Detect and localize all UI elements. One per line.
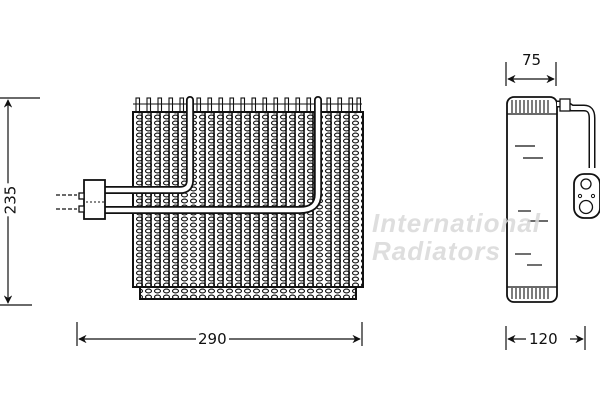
watermark-line2: Radiators <box>372 236 501 266</box>
top-header-fins <box>133 97 362 113</box>
watermark-line1: International <box>372 208 542 238</box>
width-dimension-label: 290 <box>196 330 229 348</box>
depth-bottom-dimension-label: 120 <box>527 330 560 348</box>
pipe-connector-block <box>56 179 106 220</box>
refrigerant-pipes <box>100 96 322 214</box>
evaporator-side-view <box>505 62 600 350</box>
height-dimension-label: 235 <box>1 183 20 217</box>
depth-top-dimension-label: 75 <box>520 51 544 69</box>
evaporator-front-view <box>56 96 364 300</box>
